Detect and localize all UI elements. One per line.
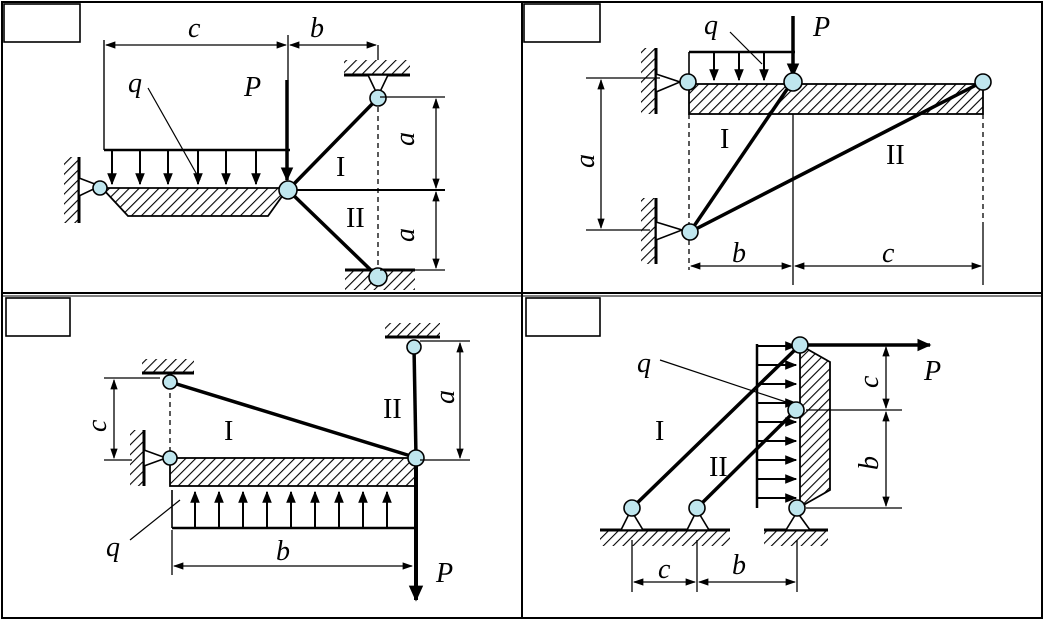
hinge [278, 180, 298, 200]
label-rod-2: II [709, 452, 728, 483]
distributed-load [171, 490, 416, 530]
beam [799, 343, 831, 509]
hinge [368, 267, 388, 287]
label-q: q [128, 68, 142, 99]
hinge [369, 89, 387, 107]
label-q: q [637, 348, 651, 379]
label-rod-2: II [383, 394, 402, 425]
hinge [681, 223, 699, 241]
label-p: P [243, 72, 261, 103]
hinge [791, 336, 809, 354]
panel-bottom-left: c I II a q b P [82, 323, 470, 602]
hinge [783, 72, 803, 92]
beam [99, 187, 290, 217]
hinge [688, 499, 706, 517]
label-p: P [812, 12, 830, 43]
hinge [788, 499, 806, 517]
label-b: b [854, 456, 885, 470]
rod-2 [695, 408, 798, 510]
wall-support [641, 198, 656, 264]
top-support [385, 323, 440, 337]
label-a-upper: a [390, 132, 421, 146]
ground-support [764, 530, 828, 546]
hinge [679, 73, 697, 91]
label-rod-1: I [720, 124, 729, 155]
rod-2 [412, 346, 418, 458]
distributed-load [688, 50, 795, 82]
beam [169, 457, 417, 487]
label-q: q [106, 532, 120, 563]
rod-2 [286, 188, 380, 279]
label-rod-1: I [655, 416, 664, 447]
label-a-lower: a [390, 228, 421, 242]
label-c: c [82, 419, 113, 432]
label-b: b [310, 13, 324, 44]
label-c: c [188, 13, 201, 44]
rod-1 [688, 81, 794, 233]
rod-1 [169, 380, 415, 459]
top-support [344, 60, 410, 75]
hinge [92, 180, 108, 196]
label-c: c [854, 375, 885, 388]
label-p: P [923, 356, 941, 387]
panel-bottom-right: q P I II c b c b [600, 336, 941, 592]
label-rod-1: I [336, 152, 345, 183]
hinge [623, 499, 641, 517]
rod-1 [286, 96, 380, 192]
label-b: b [732, 238, 746, 269]
wall-support [64, 157, 79, 223]
panel-top-left: c b q P I II a a [64, 13, 445, 290]
label-q: q [704, 10, 718, 41]
beam [688, 83, 984, 115]
ground-support [600, 530, 730, 546]
wall-support [641, 48, 656, 114]
label-a: a [570, 154, 601, 168]
hinge [974, 73, 992, 91]
label-b-bottom: b [732, 550, 746, 581]
top-support [142, 359, 194, 373]
label-rod-2: II [886, 140, 905, 171]
label-p: P [435, 558, 453, 589]
hinge [406, 339, 422, 355]
label-c: c [882, 238, 895, 269]
label-a: a [430, 390, 461, 404]
rod-1 [630, 343, 802, 510]
label-rod-2: II [346, 203, 365, 234]
hinge [162, 450, 178, 466]
label-b: b [276, 536, 290, 567]
label-rod-1: I [224, 416, 233, 447]
hinge [787, 401, 805, 419]
panel-top-right: q P I II a b c [570, 10, 992, 285]
hinge [162, 374, 178, 390]
label-c-bottom: c [658, 554, 671, 585]
rod-2 [689, 80, 983, 234]
wall-support [130, 430, 144, 486]
distributed-load [103, 40, 290, 186]
hinge [407, 449, 425, 467]
